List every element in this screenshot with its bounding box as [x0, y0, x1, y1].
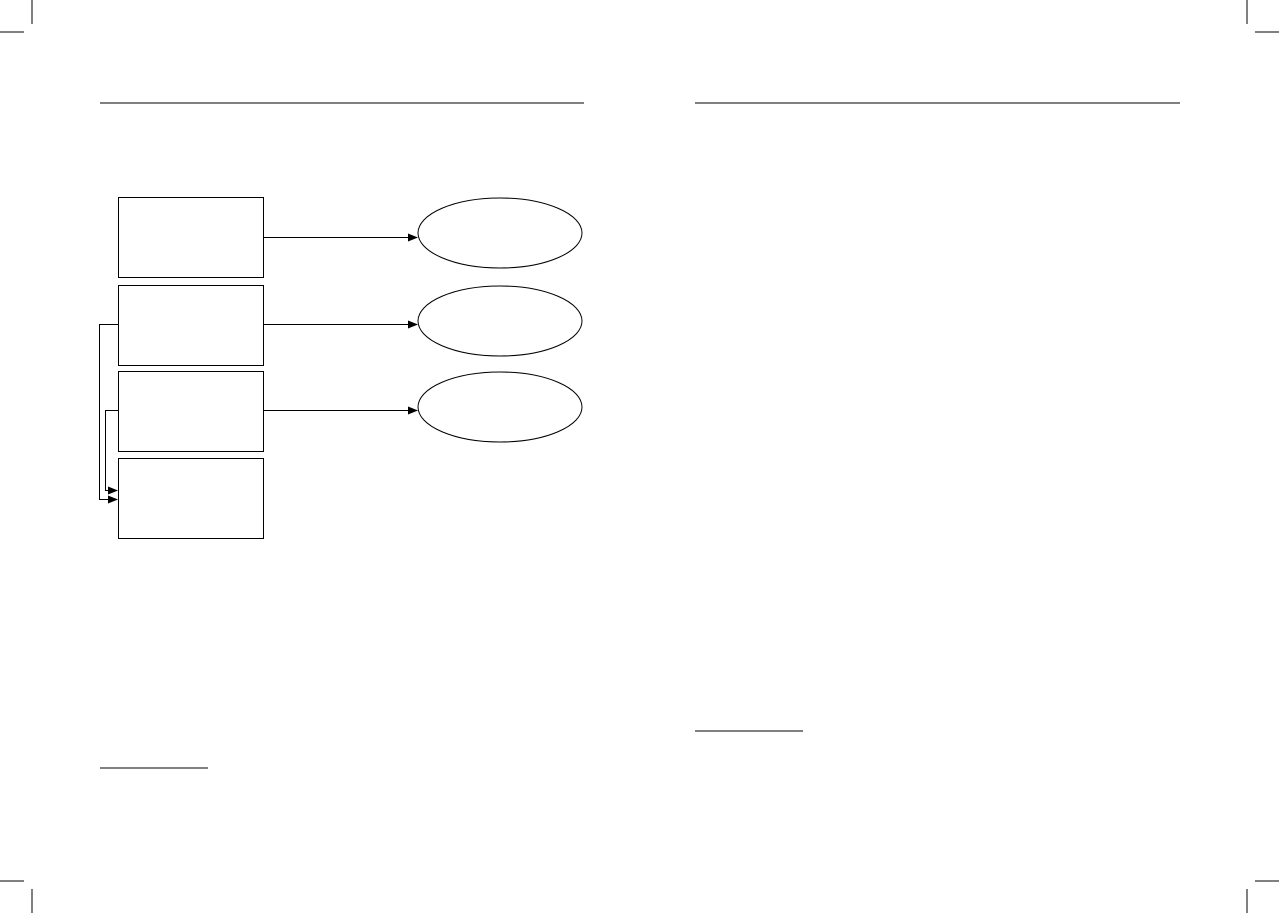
box-2 — [118, 285, 264, 366]
box-4 — [118, 458, 264, 539]
flowchart — [99, 197, 583, 539]
right-page — [695, 102, 1180, 732]
arrow-box-3-to-box-4 — [105, 410, 119, 495]
arrow-box-2-to-box-4 — [99, 324, 119, 504]
box-1 — [118, 197, 264, 278]
ellipse-2 — [417, 285, 583, 357]
left-page — [99, 102, 584, 769]
ellipse-1 — [417, 197, 583, 269]
box-3 — [118, 371, 264, 452]
ellipse-3 — [417, 371, 583, 443]
